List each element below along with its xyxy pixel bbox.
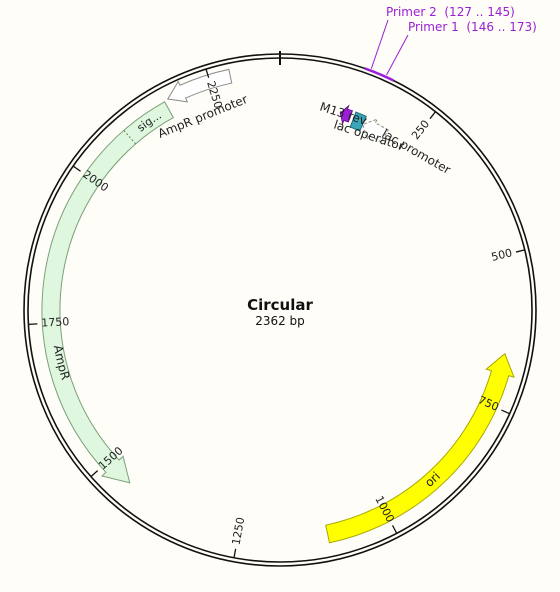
primer-binding-site[interactable] <box>364 67 395 82</box>
tick-label-1750: 1750 <box>41 315 70 330</box>
ampr-signal-divider <box>123 130 137 145</box>
lac-operator-feature[interactable] <box>349 111 367 132</box>
tick-mark-1000 <box>391 525 398 534</box>
plasmid-length: 2362 bp <box>255 314 305 328</box>
tick-mark-500 <box>515 249 525 253</box>
tick-mark-1250 <box>233 548 237 558</box>
primer-2-leader-line <box>370 19 389 69</box>
lac-promoter-feature[interactable] <box>361 118 389 143</box>
primer-1-leader-line <box>386 34 409 76</box>
m13-rev-feature[interactable] <box>339 104 354 126</box>
backbone <box>23 51 537 567</box>
primer-1-label[interactable]: Primer 1 (146 .. 173) <box>408 20 537 34</box>
map-center: Circular 2362 bp <box>247 296 313 328</box>
tick-mark-750 <box>501 409 510 415</box>
ampr-feature[interactable] <box>41 101 175 484</box>
ampr-promoter-feature[interactable] <box>166 68 233 103</box>
tick-label-250: 250 <box>409 118 432 143</box>
tick-mark-2250 <box>205 68 210 78</box>
primer-layer: Primer 2 (127 .. 145) Primer 1 (146 .. 1… <box>364 5 537 82</box>
tick-mark-1750 <box>28 323 38 326</box>
primer-2-label[interactable]: Primer 2 (127 .. 145) <box>386 5 515 19</box>
tick-mark-250 <box>429 111 437 120</box>
tick-mark-2000 <box>72 165 81 172</box>
tick-mark-1500 <box>90 470 99 478</box>
tick-label-500: 500 <box>490 246 513 264</box>
feature-layer <box>41 68 515 544</box>
ori-feature[interactable] <box>325 352 515 544</box>
plasmid-name: Circular <box>247 296 313 314</box>
tick-label-1250: 1250 <box>229 516 247 546</box>
